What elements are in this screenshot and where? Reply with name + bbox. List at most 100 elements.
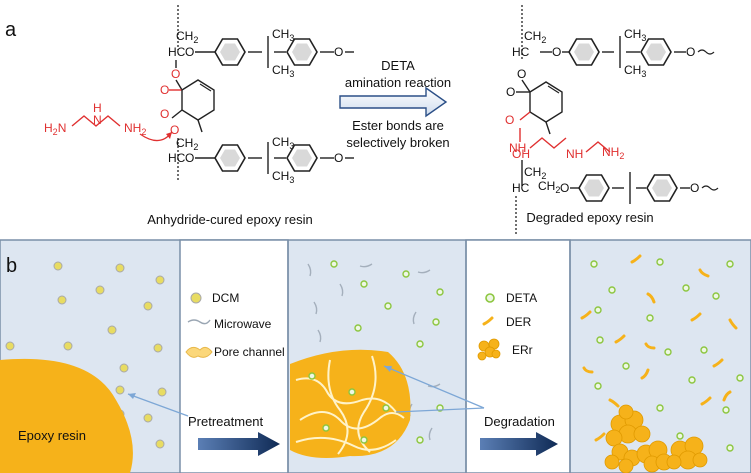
ch3-bottom: CH3 [272, 63, 294, 79]
deta-particle [384, 302, 392, 310]
der-fragment [646, 292, 656, 304]
bond [521, 79, 531, 93]
deta-particle [416, 340, 424, 348]
deta-particle [646, 314, 654, 322]
der-fragment [698, 268, 710, 278]
pointer-arrowhead [384, 366, 392, 372]
ether-oxygen-r: O [552, 45, 561, 59]
deta-particle [682, 284, 690, 292]
right-molecule: CH2 HC O CH3 CH3 O O O O NH [505, 5, 719, 234]
deta-chain [71, 115, 121, 127]
cyclohexene-ring [181, 79, 215, 121]
dcm-icon [190, 292, 202, 304]
deta-molecule: H2N H N NH2 [44, 101, 173, 142]
dcm-particle [107, 325, 117, 335]
deta-particle [594, 306, 602, 314]
right-caption: Degraded epoxy resin [526, 210, 653, 225]
end-oxygen-bottom: O [334, 151, 343, 165]
degradation-label: Degradation [484, 414, 555, 429]
dcm-particle [115, 263, 125, 273]
panel-a: a CH2 HC O CH3 CH3 O O O [5, 5, 719, 234]
hc-label-r: HC [512, 45, 530, 59]
deta-particle [622, 362, 630, 370]
deta-particle [360, 280, 368, 288]
ether-oxygen-label: O [185, 45, 194, 59]
legend-err: ERr [512, 343, 533, 357]
methyl-bond [545, 121, 551, 135]
ch2-label-bottom: CH2 [176, 136, 198, 152]
arrow-label-reaction: amination reaction [345, 75, 451, 90]
arrow-label-ester1: Ester bonds are [352, 118, 444, 133]
wavy-end [701, 185, 719, 191]
deta-particle [736, 374, 744, 382]
pretreatment-arrow [198, 432, 280, 456]
dcm-particle [155, 439, 165, 449]
ch2-label-r2: CH2 [524, 165, 546, 181]
deta-nh2-label: NH2 [124, 121, 146, 137]
der-fragment [640, 368, 650, 380]
carbonyl-oxygen-top: O [160, 83, 169, 97]
ester-oxygen-top: O [171, 67, 180, 81]
left-caption: Anhydride-cured epoxy resin [147, 212, 312, 227]
dcm-particle [53, 261, 63, 271]
benzene-ring [568, 38, 600, 66]
pore-channel [295, 436, 397, 451]
benzene-ring [214, 38, 246, 66]
ch3-top: CH3 [272, 27, 294, 43]
der-fragments [580, 254, 738, 442]
degradation-arrow [480, 432, 558, 456]
amine-chain [585, 141, 611, 153]
deta-particle [594, 382, 602, 390]
legend-microwave: Microwave [214, 317, 272, 331]
panel-a-label: a [5, 19, 17, 41]
der-fragment [582, 366, 594, 374]
deta-nh-label: H [93, 101, 102, 115]
benzene-ring [646, 174, 678, 202]
ch3-top-2: CH3 [272, 135, 294, 151]
ester-oxygen-bottom: O [170, 123, 179, 137]
der-fragment [630, 254, 642, 264]
hc-label-bottom: HC [168, 151, 186, 165]
ch3-r-top: CH3 [624, 27, 646, 43]
pore-channel-icon [185, 346, 213, 358]
arrow-label-deta: DETA [381, 58, 415, 73]
microwave-arrow [359, 263, 373, 268]
deta-particle [608, 286, 616, 294]
double-bond [547, 85, 560, 94]
hc-label-r2: HC [512, 181, 530, 195]
epoxy-resin-label: Epoxy resin [18, 428, 86, 443]
carbonyl-oxygen-r: O [506, 85, 515, 99]
pore-channel [327, 359, 349, 455]
dcm-particle [155, 275, 165, 285]
hydroxyl-label: OH [512, 147, 530, 161]
microwave-arrow [307, 263, 312, 277]
microwave-arrow [412, 311, 417, 325]
hc-label: HC [168, 45, 186, 59]
double-bond [199, 83, 212, 92]
dcm-particle [57, 295, 67, 305]
err-clusters [604, 404, 708, 473]
deta-particle [360, 436, 368, 444]
dcm-particle [153, 343, 163, 353]
err-cluster [604, 443, 641, 473]
deta-particle [402, 270, 410, 278]
deta-particle [722, 406, 730, 414]
dcm-particle [95, 285, 105, 295]
bond [171, 109, 183, 119]
attack-arrowhead [166, 132, 172, 139]
err-icon [477, 338, 501, 361]
microwave-arrow [317, 329, 322, 343]
ester-oxygen-r: O [517, 67, 526, 81]
ch3-bottom-2: CH3 [272, 169, 294, 185]
der-fragment [690, 312, 702, 322]
legend-dcm: DCM [212, 291, 239, 305]
deta-in-pores [308, 372, 390, 444]
reaction-arrow [339, 86, 448, 118]
pore-channel [295, 377, 397, 413]
der-fragment [608, 398, 620, 408]
microwave-arrow [428, 427, 433, 441]
end-oxygen-r: O [686, 45, 695, 59]
amide-bond [519, 111, 531, 121]
deta-particle [712, 292, 720, 300]
